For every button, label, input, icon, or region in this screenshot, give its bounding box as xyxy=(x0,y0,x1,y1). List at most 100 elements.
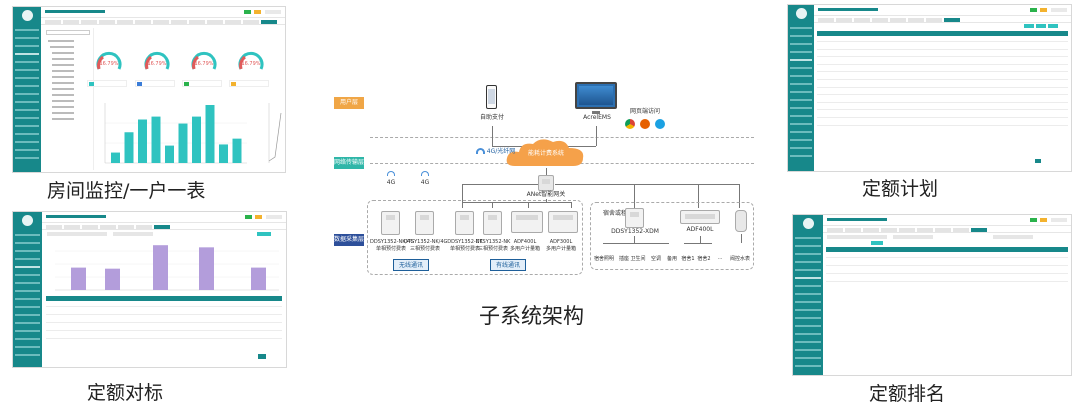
meter-desc: 多用户计量箱 xyxy=(545,246,576,252)
table-row xyxy=(817,63,1068,65)
tab-strip xyxy=(823,227,1071,233)
benchmark-bar xyxy=(105,268,120,290)
room-bar xyxy=(192,116,201,163)
table-row xyxy=(817,71,1068,73)
dorm-meter-2-label: ADF400L xyxy=(686,226,714,233)
gauge-value: 16.79% xyxy=(147,61,167,67)
signal-icon-2 xyxy=(421,171,429,176)
logo-icon xyxy=(802,218,814,229)
gauge-value: 16.79% xyxy=(241,61,261,67)
room-bar xyxy=(178,123,188,163)
dorm-load: 宿舍照明 xyxy=(593,256,614,262)
ie-icon xyxy=(655,119,665,129)
gauge: 16.79% xyxy=(143,49,171,77)
architecture-title: 子系统架构 xyxy=(479,304,584,328)
top-bar xyxy=(42,212,286,223)
divider-1 xyxy=(370,137,754,138)
plan-table xyxy=(817,31,1068,131)
meter-desc: 单相预付费表 xyxy=(449,246,480,252)
dorm-meter-2-device xyxy=(680,210,720,224)
room-bar xyxy=(111,152,120,163)
logo-icon xyxy=(22,215,33,226)
tree-panel xyxy=(44,28,94,170)
room-bar xyxy=(151,116,161,163)
gauge: 16.79% xyxy=(95,49,123,77)
signal-label-2: 4G xyxy=(420,179,430,186)
gauge: 16.79% xyxy=(237,49,265,77)
meter-model: ADF400L xyxy=(513,239,537,245)
meter-model: DDSY1352-NK/4G xyxy=(370,239,415,245)
tab-strip xyxy=(41,19,285,25)
sidebar xyxy=(13,7,41,172)
stat-tile xyxy=(229,80,269,87)
meter-5-device xyxy=(511,211,543,233)
room-bar xyxy=(232,138,242,163)
stat-tile xyxy=(135,80,175,87)
dorm-meter-1-device xyxy=(625,208,644,228)
meter-1-device xyxy=(381,211,400,235)
meter-desc: 单相预付费表 xyxy=(375,246,406,252)
benchmark-bar xyxy=(199,247,214,290)
room-monitor-screenshot: 16.79% 16.79% 16.79% 16.79% xyxy=(12,6,286,173)
table-row xyxy=(817,101,1068,103)
meter-model: DDSY1352-NK xyxy=(447,239,483,245)
logo-icon xyxy=(795,8,807,19)
top-bar xyxy=(814,5,1071,16)
table-row xyxy=(817,124,1068,126)
pc-stand-icon xyxy=(592,111,600,114)
pagination[interactable] xyxy=(258,354,266,359)
dorm-load: 备用 xyxy=(666,256,677,262)
benchmark-bar xyxy=(251,267,266,290)
dorm-load: 宿舍1 xyxy=(681,256,695,262)
mobile-label: 自助支付 xyxy=(479,114,504,121)
gauge: 16.79% xyxy=(190,49,218,77)
dorm-load: 卫生间 xyxy=(630,256,646,262)
room-bar xyxy=(219,144,228,163)
sidebar xyxy=(13,212,42,367)
pc-label: AcrelEMS xyxy=(583,114,611,121)
stat-tile xyxy=(87,80,127,87)
caption-quota-benchmark: 定额对标 xyxy=(87,382,164,404)
table-row xyxy=(817,86,1068,88)
gauge-value: 16.79% xyxy=(99,61,119,67)
rank-table xyxy=(826,247,1068,287)
pagination[interactable] xyxy=(1035,159,1041,163)
quota-plan-screenshot xyxy=(787,4,1072,172)
quota-benchmark-screenshot xyxy=(12,211,287,368)
meter-3-device xyxy=(455,211,474,235)
layer-user-label: 用户层 xyxy=(334,97,364,109)
quota-rank-screenshot xyxy=(792,214,1072,376)
logo-icon xyxy=(21,10,33,21)
benchmark-bar xyxy=(153,245,168,290)
dorm-title: 宿舍或租户 xyxy=(602,210,633,217)
table-row xyxy=(817,56,1068,58)
wired-tag: 有线通讯 xyxy=(490,259,526,271)
dorm-load: 插座 xyxy=(618,256,629,262)
table-row xyxy=(817,94,1068,96)
dorm-load: ··· xyxy=(717,256,723,262)
room-bar xyxy=(138,119,147,163)
caption-room-monitor: 房间监控/一户一表 xyxy=(47,180,206,202)
caption-quota-plan: 定额计划 xyxy=(862,178,939,200)
meter-desc: 多用户计量箱 xyxy=(509,246,540,252)
gateway-label: ANet智能网关 xyxy=(526,191,566,198)
meter-2-device xyxy=(415,211,434,235)
meter-group-box xyxy=(367,200,583,275)
signal-icon-1 xyxy=(387,171,395,176)
top-bar xyxy=(41,7,285,18)
sidebar xyxy=(793,215,823,375)
chrome-icon xyxy=(625,119,635,129)
meter-4-device xyxy=(483,211,502,235)
benchmark-bar xyxy=(71,267,86,290)
room-bar-chart xyxy=(104,103,282,164)
meter-desc: 三相预付费表 xyxy=(409,246,440,252)
table-row xyxy=(817,79,1068,80)
meter-model: DTSY1352-NK xyxy=(475,239,511,245)
table-row xyxy=(817,109,1068,111)
tab-strip xyxy=(814,17,1071,23)
table-row xyxy=(817,48,1068,50)
dorm-group-box xyxy=(590,202,754,270)
browser-label: 网页端访问 xyxy=(629,108,660,115)
dorm-load: 空调 xyxy=(650,256,661,262)
benchmark-bar-chart xyxy=(55,245,279,291)
